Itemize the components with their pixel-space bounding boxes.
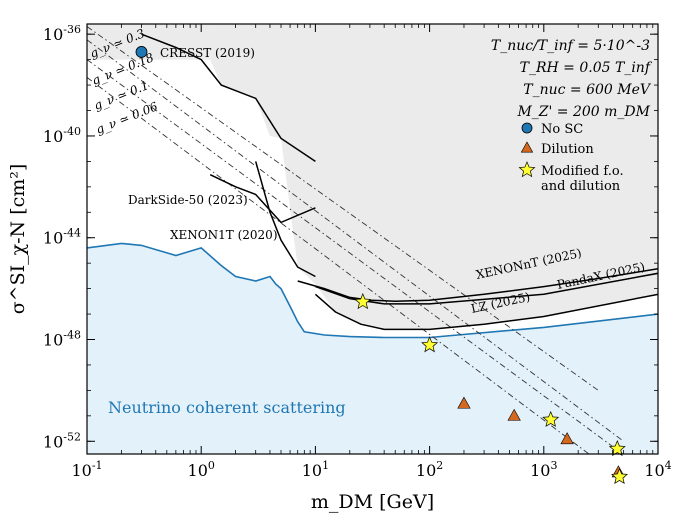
- plot-frame: [86, 23, 659, 455]
- y-tick-label-0: 10-36: [43, 23, 81, 44]
- marker-modified-1: [421, 336, 439, 353]
- g-nu-line-1: [87, 39, 624, 442]
- neutrino-region: [87, 243, 658, 454]
- param-line-0: T_nuc/T_inf = 5·10^-3: [491, 38, 650, 54]
- x-axis-title: m_DM [GeV]: [311, 491, 434, 513]
- x-tick-label-3: 102: [416, 459, 443, 480]
- legend-marker-dilution: [520, 141, 534, 153]
- neutrino-floor-line: [87, 242, 658, 339]
- legend-label-1: Dilution: [541, 142, 594, 157]
- legend-label-2: Modified f.o.: [541, 164, 624, 179]
- neutrino-region-label: Neutrino coherent scattering: [108, 398, 346, 417]
- marker-dilution-0: [457, 396, 471, 409]
- y-tick-label-2: 10-44: [43, 227, 81, 248]
- marker-modified-3: [608, 439, 626, 457]
- g-nu-line-2: [87, 59, 624, 454]
- limit-curve-xenon1t: [254, 161, 316, 278]
- label-xenon1t: XENON1T (2020): [170, 228, 278, 242]
- y-tick-label-3: 10-48: [43, 329, 81, 350]
- marker-no-sc-0: [135, 46, 148, 58]
- x-tick-label-4: 103: [530, 459, 557, 480]
- x-tick-label-1: 100: [188, 459, 215, 480]
- y-axis-title: σ^SI_χ-N [cm²]: [7, 164, 29, 315]
- x-tick-label-2: 101: [302, 459, 329, 480]
- legend-marker-modified: [518, 161, 536, 178]
- y-tick-label-1: 10-40: [43, 125, 81, 146]
- marker-modified-2: [542, 410, 560, 427]
- limit-curve-xenonnt: [297, 268, 658, 302]
- marker-modified-0: [354, 292, 372, 310]
- marker-dilution-1: [507, 408, 521, 421]
- limit-curve-lz: [314, 293, 658, 331]
- limit-curve-darkside50: [209, 174, 316, 224]
- label-cresst: CRESST (2019): [160, 46, 255, 60]
- limit-curve-cresst: [141, 33, 316, 163]
- param-line-2: T_nuc = 600 MeV: [523, 82, 652, 98]
- g-nu-line-3: [87, 77, 590, 454]
- y-tick-label-4: 10-52: [43, 430, 81, 451]
- legend-label-0: No SC: [541, 122, 583, 137]
- label-darkside: DarkSide-50 (2023): [128, 193, 248, 207]
- legend-marker-no-sc: [521, 122, 533, 134]
- marker-dilution-2: [560, 432, 574, 445]
- param-line-3: M_Z' = 200 m_DM: [516, 104, 650, 120]
- limit-curve-pandax: [315, 272, 658, 305]
- param-line-1: T_RH = 0.05 T_inf: [520, 60, 653, 76]
- x-tick-label-5: 104: [644, 459, 671, 480]
- x-tick-label-0: 10-1: [71, 459, 102, 480]
- legend-label-2-line2: and dilution: [541, 179, 621, 194]
- excluded-region: [210, 24, 658, 330]
- g-nu-line-0: [87, 26, 599, 391]
- marker-modified-4: [611, 467, 628, 485]
